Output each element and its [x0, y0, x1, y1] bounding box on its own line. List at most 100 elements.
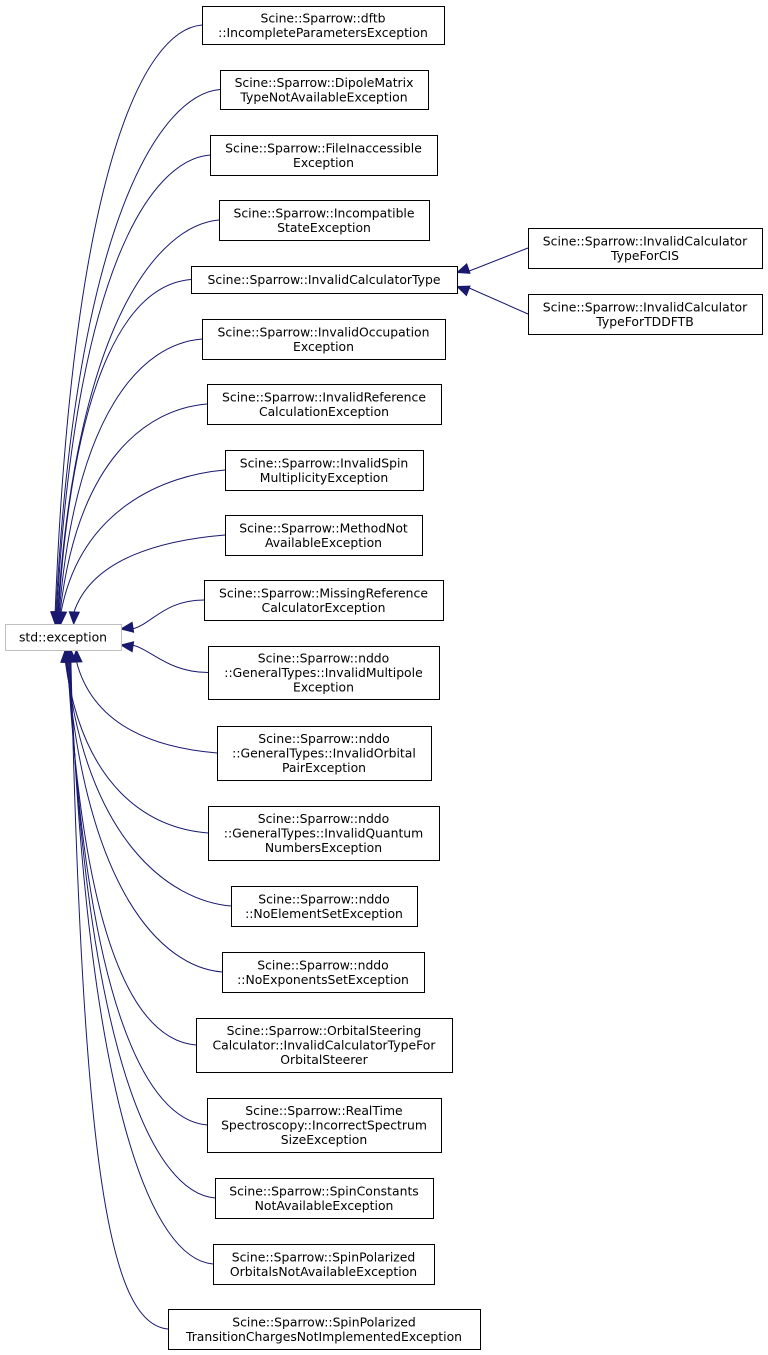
- edge-c8: [60, 469, 226, 614]
- class-name-line: Scine::Sparrow::SpinConstants: [229, 1183, 419, 1198]
- class-name-line: Scine::Sparrow::dftb: [260, 10, 385, 25]
- edge-c5b: [467, 287, 529, 315]
- class-name-line: Scine::Sparrow::DipoleMatrix: [235, 75, 414, 90]
- class-node-c4[interactable]: Scine::Sparrow::IncompatibleStateExcepti…: [219, 200, 430, 241]
- class-name-line: Scine::Sparrow::nddo: [258, 811, 390, 826]
- class-box: [219, 200, 430, 241]
- class-name-line: Scine::Sparrow::nddo: [258, 731, 390, 746]
- class-box: [168, 1309, 481, 1350]
- inheritance-edges: [49, 24, 529, 1330]
- class-name-line: std::exception: [19, 630, 107, 645]
- class-node-c18[interactable]: Scine::Sparrow::SpinConstantsNotAvailabl…: [215, 1178, 434, 1219]
- class-node-c8[interactable]: Scine::Sparrow::InvalidSpinMultiplicityE…: [225, 450, 424, 491]
- class-node-c19[interactable]: Scine::Sparrow::SpinPolarizedOrbitalsNot…: [213, 1244, 435, 1285]
- class-name-line: CalculatorException: [262, 600, 386, 615]
- class-node-c20[interactable]: Scine::Sparrow::SpinPolarizedTransitionC…: [168, 1309, 481, 1350]
- class-node-c7[interactable]: Scine::Sparrow::InvalidReferenceCalculat…: [207, 384, 442, 425]
- class-box: [202, 319, 446, 360]
- class-name-line: Scine::Sparrow::InvalidReference: [222, 389, 426, 404]
- arrowhead-c5b: [455, 285, 471, 297]
- edge-c2: [55, 89, 221, 614]
- class-box: [207, 1098, 442, 1153]
- class-node-c1[interactable]: Scine::Sparrow::dftb::IncompleteParamete…: [202, 6, 445, 45]
- class-box: [225, 450, 424, 491]
- class-name-line: ::GeneralTypes::InvalidOrbital: [232, 746, 416, 761]
- class-node-c10[interactable]: Scine::Sparrow::MissingReferenceCalculat…: [204, 580, 444, 621]
- class-name-line: NumbersException: [265, 840, 382, 855]
- class-name-line: AvailableException: [265, 535, 382, 550]
- class-name-line: ::GeneralTypes::InvalidMultipole: [224, 665, 422, 680]
- root-class-node[interactable]: std::exception: [5, 624, 122, 651]
- class-name-line: Scine::Sparrow::nddo: [258, 651, 390, 666]
- class-node-c11[interactable]: Scine::Sparrow::nddo::GeneralTypes::Inva…: [208, 646, 440, 700]
- arrowhead-c11: [119, 641, 135, 653]
- class-name-line: CalculationException: [259, 404, 389, 419]
- class-node-c13[interactable]: Scine::Sparrow::nddo::GeneralTypes::Inva…: [208, 806, 440, 861]
- class-nodes: std::exception Scine::Sparrow::dftb::Inco…: [5, 6, 763, 1350]
- edge-c12: [75, 660, 218, 754]
- class-name-line: Scine::Sparrow::SpinPolarized: [232, 1249, 416, 1264]
- edge-c19: [69, 660, 214, 1265]
- class-name-line: StateException: [277, 220, 371, 235]
- class-node-c12[interactable]: Scine::Sparrow::nddo::GeneralTypes::Inva…: [217, 726, 432, 781]
- class-name-line: Scine::Sparrow::InvalidCalculator: [543, 299, 748, 314]
- edge-c14: [65, 660, 232, 907]
- edge-c13: [64, 660, 209, 834]
- arrowhead-c9: [68, 611, 81, 626]
- class-box: [528, 228, 763, 269]
- class-node-c3[interactable]: Scine::Sparrow::FileInaccessibleExceptio…: [210, 135, 438, 176]
- class-name-line: Scine::Sparrow::OrbitalSteering: [227, 1023, 422, 1038]
- class-node-c14[interactable]: Scine::Sparrow::nddo::NoElementSetExcept…: [231, 886, 418, 927]
- class-box: [222, 952, 425, 993]
- class-box: [208, 646, 440, 700]
- edge-c11: [131, 644, 209, 673]
- class-node-c5b[interactable]: Scine::Sparrow::InvalidCalculatorTypeFor…: [528, 294, 763, 335]
- edge-c18: [68, 660, 216, 1199]
- edge-c5a: [467, 247, 529, 272]
- edge-c4: [57, 219, 220, 614]
- class-name-line: Scine::Sparrow::SpinPolarized: [232, 1314, 416, 1329]
- class-node-c5a[interactable]: Scine::Sparrow::InvalidCalculatorTypeFor…: [528, 228, 763, 269]
- edge-c6: [58, 338, 203, 614]
- class-name-line: Scine::Sparrow::nddo: [258, 891, 390, 906]
- class-name-line: Scine::Sparrow::FileInaccessible: [225, 140, 422, 155]
- arrowhead-c10: [119, 621, 135, 633]
- class-box: [210, 135, 438, 176]
- class-name-line: TypeForCIS: [610, 248, 679, 263]
- class-box: [220, 70, 429, 110]
- class-box: [204, 580, 444, 621]
- class-node-c6[interactable]: Scine::Sparrow::InvalidOccupationExcepti…: [202, 319, 446, 360]
- class-name-line: Scine::Sparrow::InvalidSpin: [240, 455, 409, 470]
- class-name-line: Exception: [293, 680, 354, 695]
- edge-c3: [56, 154, 211, 614]
- class-node-c9[interactable]: Scine::Sparrow::MethodNotAvailableExcept…: [225, 515, 423, 556]
- class-name-line: OrbitalsNotAvailableException: [230, 1264, 417, 1279]
- class-name-line: PairException: [282, 760, 366, 775]
- edge-c10: [131, 599, 205, 630]
- class-name-line: ::NoElementSetException: [245, 906, 403, 921]
- class-name-line: Scine::Sparrow::MissingReference: [219, 585, 428, 600]
- class-name-line: ::NoExponentsSetException: [237, 972, 409, 987]
- class-box: [196, 1018, 453, 1073]
- class-name-line: Scine::Sparrow::Incompatible: [233, 205, 414, 220]
- class-name-line: TypeForTDDFTB: [595, 314, 693, 329]
- class-name-line: Calculator::InvalidCalculatorTypeFor: [213, 1038, 437, 1053]
- class-box: [215, 1178, 434, 1219]
- class-name-line: Spectroscopy::IncorrectSpectrum: [221, 1118, 427, 1133]
- class-box: [528, 294, 763, 335]
- class-node-c17[interactable]: Scine::Sparrow::RealTimeSpectroscopy::In…: [207, 1098, 442, 1153]
- class-name-line: MultiplicityException: [260, 470, 388, 485]
- class-node-c15[interactable]: Scine::Sparrow::nddo::NoExponentsSetExce…: [222, 952, 425, 993]
- class-node-c2[interactable]: Scine::Sparrow::DipoleMatrixTypeNotAvail…: [220, 70, 429, 110]
- class-node-c5[interactable]: Scine::Sparrow::InvalidCalculatorType: [191, 266, 458, 294]
- edge-c1: [54, 24, 203, 614]
- class-box: [202, 6, 445, 45]
- class-node-c16[interactable]: Scine::Sparrow::OrbitalSteeringCalculato…: [196, 1018, 453, 1073]
- class-box: [217, 726, 432, 781]
- class-name-line: TransitionChargesNotImplementedException: [185, 1329, 462, 1344]
- class-name-line: Scine::Sparrow::MethodNot: [239, 520, 408, 535]
- arrowhead-c5a: [455, 262, 471, 274]
- class-box: [207, 384, 442, 425]
- class-name-line: ::IncompleteParametersException: [218, 25, 428, 40]
